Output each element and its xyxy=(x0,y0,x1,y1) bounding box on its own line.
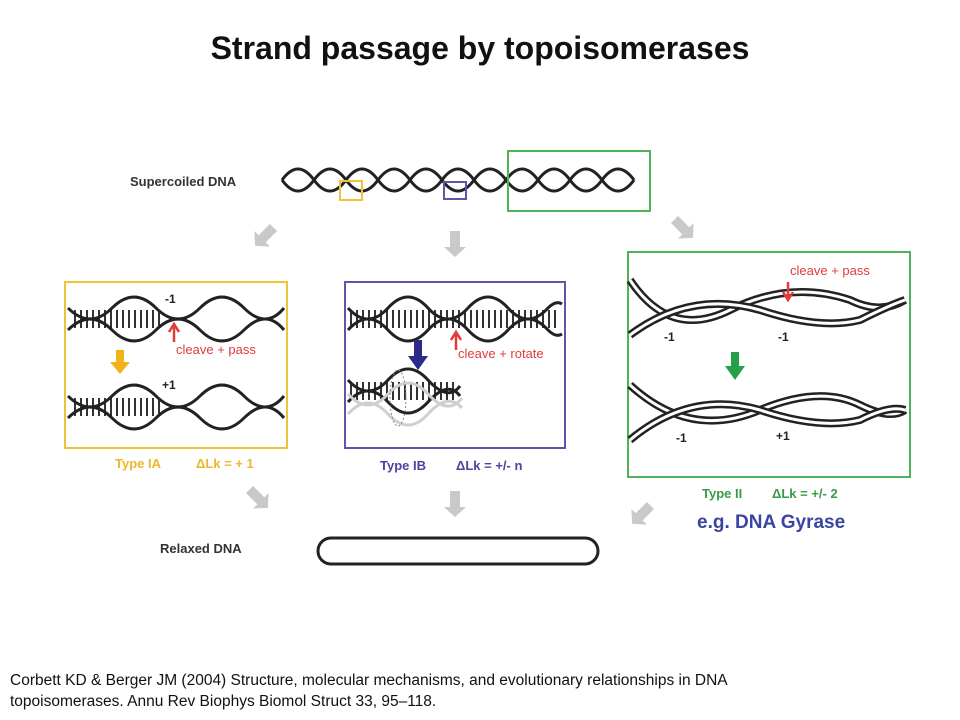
supercoil-highlight-blue xyxy=(443,181,467,200)
supercoiled-dna xyxy=(280,167,636,193)
relaxed-dna xyxy=(316,536,600,566)
supercoiled-dna-label: Supercoiled DNA xyxy=(130,174,237,189)
page-title: Strand passage by topoisomerases xyxy=(210,30,750,66)
type-ib-action: cleave + rotate xyxy=(458,346,544,361)
type-ia-dlk: ΔLk = + 1 xyxy=(196,456,254,471)
example-enzyme: e.g. DNA Gyrase xyxy=(697,512,846,533)
type-ia-down-arrow xyxy=(110,350,130,374)
type-ii-down-arrow xyxy=(725,352,745,380)
type-ib-dlk: ΔLk = +/- n xyxy=(456,458,523,473)
type-ia-name: Type IA xyxy=(115,456,161,471)
type-ii-dna-top xyxy=(626,277,908,339)
type-ia-dna-bottom xyxy=(66,383,286,431)
supercoil-highlight-yellow xyxy=(339,180,363,201)
type-ia-dna-top xyxy=(66,295,286,343)
type-ib-dna-bottom xyxy=(346,367,464,427)
relaxed-dna-label: Relaxed DNA xyxy=(160,541,242,556)
type-ia-cleave-arrow xyxy=(167,321,181,342)
type-ii-name: Type II xyxy=(702,486,743,501)
type-ia-panel xyxy=(64,281,288,449)
supercoil-highlight-green xyxy=(507,150,651,212)
type-ii-bottom-left-number: -1 xyxy=(676,431,687,445)
type-ib-down-arrow xyxy=(408,340,428,370)
flow-arrows xyxy=(245,215,694,525)
type-ii-cleave-arrow xyxy=(781,282,795,303)
type-ii-bottom-right-number: +1 xyxy=(776,429,790,443)
type-ib-cleave-arrow xyxy=(449,329,463,350)
type-ia-action: cleave + pass xyxy=(176,342,256,357)
type-ii-top-right-number: -1 xyxy=(778,330,789,344)
type-ia-top-number: -1 xyxy=(165,292,176,306)
citation: Corbett KD & Berger JM (2004) Structure,… xyxy=(10,672,727,710)
type-ii-top-left-number: -1 xyxy=(664,330,675,344)
type-ib-dna-top xyxy=(346,295,563,343)
type-ii-action: cleave + pass xyxy=(790,263,870,278)
type-ib-name: Type IB xyxy=(380,458,426,473)
type-ib-panel xyxy=(344,281,566,449)
type-ii-dlk: ΔLk = +/- 2 xyxy=(772,486,838,501)
type-ia-bottom-number: +1 xyxy=(162,378,176,392)
type-ii-dna-bottom xyxy=(627,382,908,444)
type-ii-panel xyxy=(627,251,911,478)
